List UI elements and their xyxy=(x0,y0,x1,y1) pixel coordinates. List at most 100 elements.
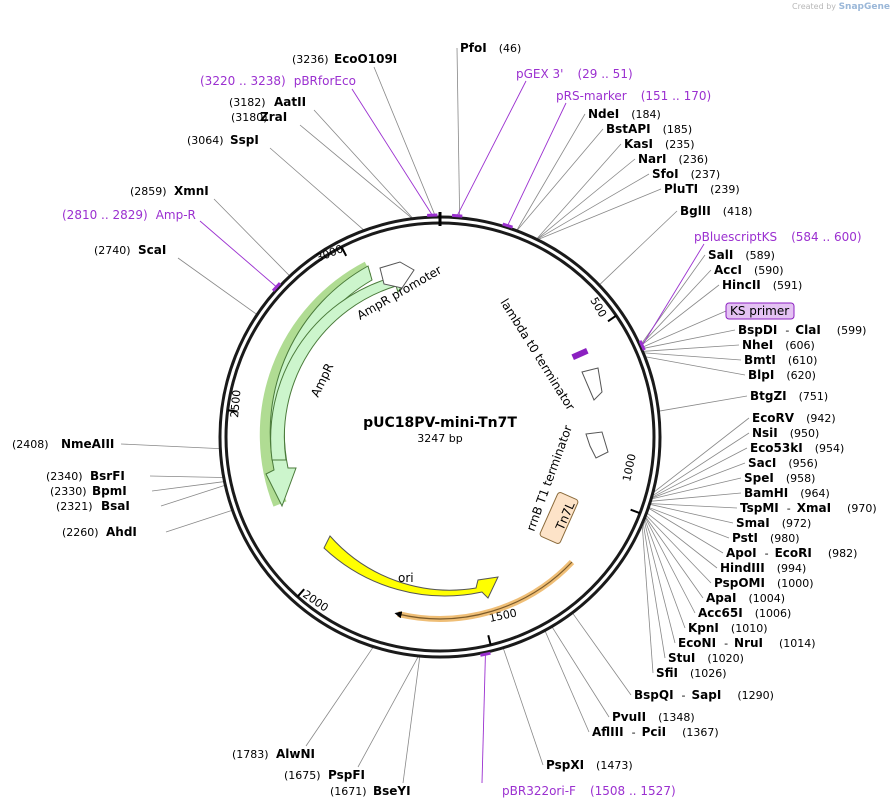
primer-label[interactable]: (3220 .. 3238)pBRforEco xyxy=(200,74,356,88)
restriction-site-label[interactable]: SfiI(1026) xyxy=(656,666,727,680)
site-name: BglII xyxy=(680,204,711,218)
restriction-site-label[interactable]: (3064)SspI xyxy=(187,133,259,147)
leader-line xyxy=(177,257,257,315)
site-position: (591) xyxy=(773,279,803,292)
restriction-site-label[interactable]: (2330)BpmI xyxy=(50,484,127,498)
leader-line xyxy=(120,443,220,450)
restriction-site-label[interactable]: PspXI(1473) xyxy=(546,758,633,772)
primer-range: (1508 .. 1527) xyxy=(590,784,676,798)
restriction-site-label[interactable]: (2859)XmnI xyxy=(130,184,209,198)
restriction-site-label[interactable]: Eco53kI(954) xyxy=(750,441,844,455)
restriction-site-label[interactable]: (3236)EcoO109I xyxy=(292,52,397,66)
restriction-site-label[interactable]: (1783)AlwNI xyxy=(232,747,315,761)
restriction-site-label[interactable]: (2260)AhdI xyxy=(62,525,137,539)
leader-line xyxy=(652,462,746,499)
restriction-site-label[interactable]: HincII(591) xyxy=(722,278,802,292)
site-name: BsaI xyxy=(101,499,130,513)
restriction-site-label[interactable]: (3182)AatII xyxy=(229,95,306,109)
leader-line xyxy=(644,352,742,361)
tick-mark xyxy=(630,508,641,515)
restriction-site-label[interactable]: ApaI(1004) xyxy=(706,591,785,605)
primer-leader xyxy=(199,220,277,288)
restriction-site-label[interactable]: (2408)NmeAIII xyxy=(12,437,114,451)
restriction-site-label[interactable]: AccI(590) xyxy=(714,263,784,277)
site-position: (2740) xyxy=(94,244,131,257)
leader-line xyxy=(650,504,734,524)
restriction-site-label[interactable]: (2321)BsaI xyxy=(56,499,130,513)
site-name: BtgZI xyxy=(750,389,787,403)
leader-line xyxy=(516,113,586,231)
site-name: NsiI xyxy=(752,426,778,440)
restriction-site-label[interactable]: BstAPI(185) xyxy=(606,122,692,136)
restriction-site-label[interactable]: BglII(418) xyxy=(680,204,752,218)
restriction-site-label[interactable]: PvuII(1348) xyxy=(612,710,695,724)
site-name: Eco53kI xyxy=(750,441,803,455)
primer-label[interactable]: pBluescriptKS(584 .. 600) xyxy=(694,230,862,244)
lambda-term-mark xyxy=(571,348,589,360)
restriction-site-label[interactable]: NheI(606) xyxy=(742,338,815,352)
site-name: EcoRV xyxy=(752,411,795,425)
restriction-site-label[interactable]: SfoI(237) xyxy=(652,167,720,181)
site-position: (2330) xyxy=(50,485,87,498)
leader-line xyxy=(645,517,704,599)
restriction-site-label[interactable]: NsiI(950) xyxy=(752,426,819,440)
restriction-site-label[interactable]: (3180)ZraI xyxy=(231,110,287,124)
restriction-site-label[interactable]: (2340)BsrFI xyxy=(46,469,125,483)
site-name: SpeI xyxy=(744,471,774,485)
restriction-site-label[interactable]: (1675)PspFI xyxy=(284,768,365,782)
restriction-site-label[interactable]: KasI(235) xyxy=(624,137,695,151)
site-name: BseYI xyxy=(373,784,411,798)
leader-line xyxy=(640,284,720,346)
restriction-site-label[interactable]: (1671)BseYI xyxy=(330,784,411,798)
restriction-site-label[interactable]: BspQI-SapI(1290) xyxy=(634,688,774,702)
restriction-site-label[interactable]: KpnI(1010) xyxy=(688,621,767,635)
restriction-site-label[interactable]: SacI(956) xyxy=(748,456,818,470)
primer-label[interactable]: (2810 .. 2829)Amp-R xyxy=(62,208,196,222)
lambda-term-arrow xyxy=(581,367,603,401)
site-position: (972) xyxy=(782,517,812,530)
primer-marks xyxy=(271,213,646,657)
restriction-site-label[interactable]: PstI(980) xyxy=(732,531,800,545)
site-name: BsrFI xyxy=(90,469,125,483)
restriction-site-label[interactable]: PfoI(46) xyxy=(460,41,521,55)
site-name: EcoO109I xyxy=(334,52,397,66)
restriction-site-label[interactable]: PspOMI(1000) xyxy=(714,576,814,590)
leader-line xyxy=(640,269,712,346)
restriction-site-label[interactable]: BlpI(620) xyxy=(748,368,816,382)
site-separator: - xyxy=(724,637,728,650)
primer-label[interactable]: pRS-marker(151 .. 170) xyxy=(556,89,711,103)
site-labels: PfoI(46) NdeI(184)BstAPI(185)KasI(235)Nar… xyxy=(12,41,877,798)
ks-primer-box[interactable]: KS primer xyxy=(725,302,795,320)
primer-label[interactable]: pGEX 3'(29 .. 51) xyxy=(516,67,633,81)
restriction-site-label[interactable]: PluTI(239) xyxy=(664,182,740,196)
restriction-site-label[interactable]: StuI(1020) xyxy=(668,651,744,665)
restriction-site-label[interactable]: HindIII(994) xyxy=(720,561,806,575)
restriction-site-label[interactable]: SmaI(972) xyxy=(736,516,811,530)
restriction-site-label[interactable]: Acc65I(1006) xyxy=(698,606,791,620)
site-position: (942) xyxy=(806,412,836,425)
restriction-site-label[interactable]: BspDI-ClaI(599) xyxy=(738,323,866,337)
primer-range: (2810 .. 2829) xyxy=(62,208,148,222)
leader-line xyxy=(503,648,544,766)
restriction-site-label[interactable]: BmtI(610) xyxy=(744,353,817,367)
restriction-site-label[interactable]: BtgZI(751) xyxy=(750,389,828,403)
leader-line xyxy=(642,329,736,349)
restriction-site-label[interactable]: SalI(589) xyxy=(708,248,775,262)
restriction-site-label[interactable]: AflIII-PciI(1367) xyxy=(592,725,719,739)
restriction-site-label[interactable]: ApoI-EcoRI(982) xyxy=(726,546,857,560)
restriction-site-label[interactable]: NdeI(184) xyxy=(588,107,661,121)
restriction-site-label[interactable]: BamHI(964) xyxy=(744,486,830,500)
restriction-site-label[interactable]: TspMI-XmaI(970) xyxy=(740,501,877,515)
leader-line xyxy=(537,173,650,240)
restriction-site-label[interactable]: EcoRV (942) xyxy=(752,411,836,425)
restriction-site-label[interactable]: NarI(236) xyxy=(638,152,708,166)
site-separator: - xyxy=(765,547,769,560)
site-name: PfoI xyxy=(460,41,487,55)
primer-label[interactable]: pBR322ori-F(1508 .. 1527) xyxy=(502,784,676,798)
restriction-site-label[interactable]: EcoNI-NruI(1014) xyxy=(678,636,816,650)
leader-line xyxy=(652,447,748,498)
plasmid-length: 3247 bp xyxy=(417,432,462,445)
restriction-site-label[interactable]: (2740)ScaI xyxy=(94,243,166,257)
site-name: ApoI xyxy=(726,546,757,560)
restriction-site-label[interactable]: SpeI(958) xyxy=(744,471,815,485)
